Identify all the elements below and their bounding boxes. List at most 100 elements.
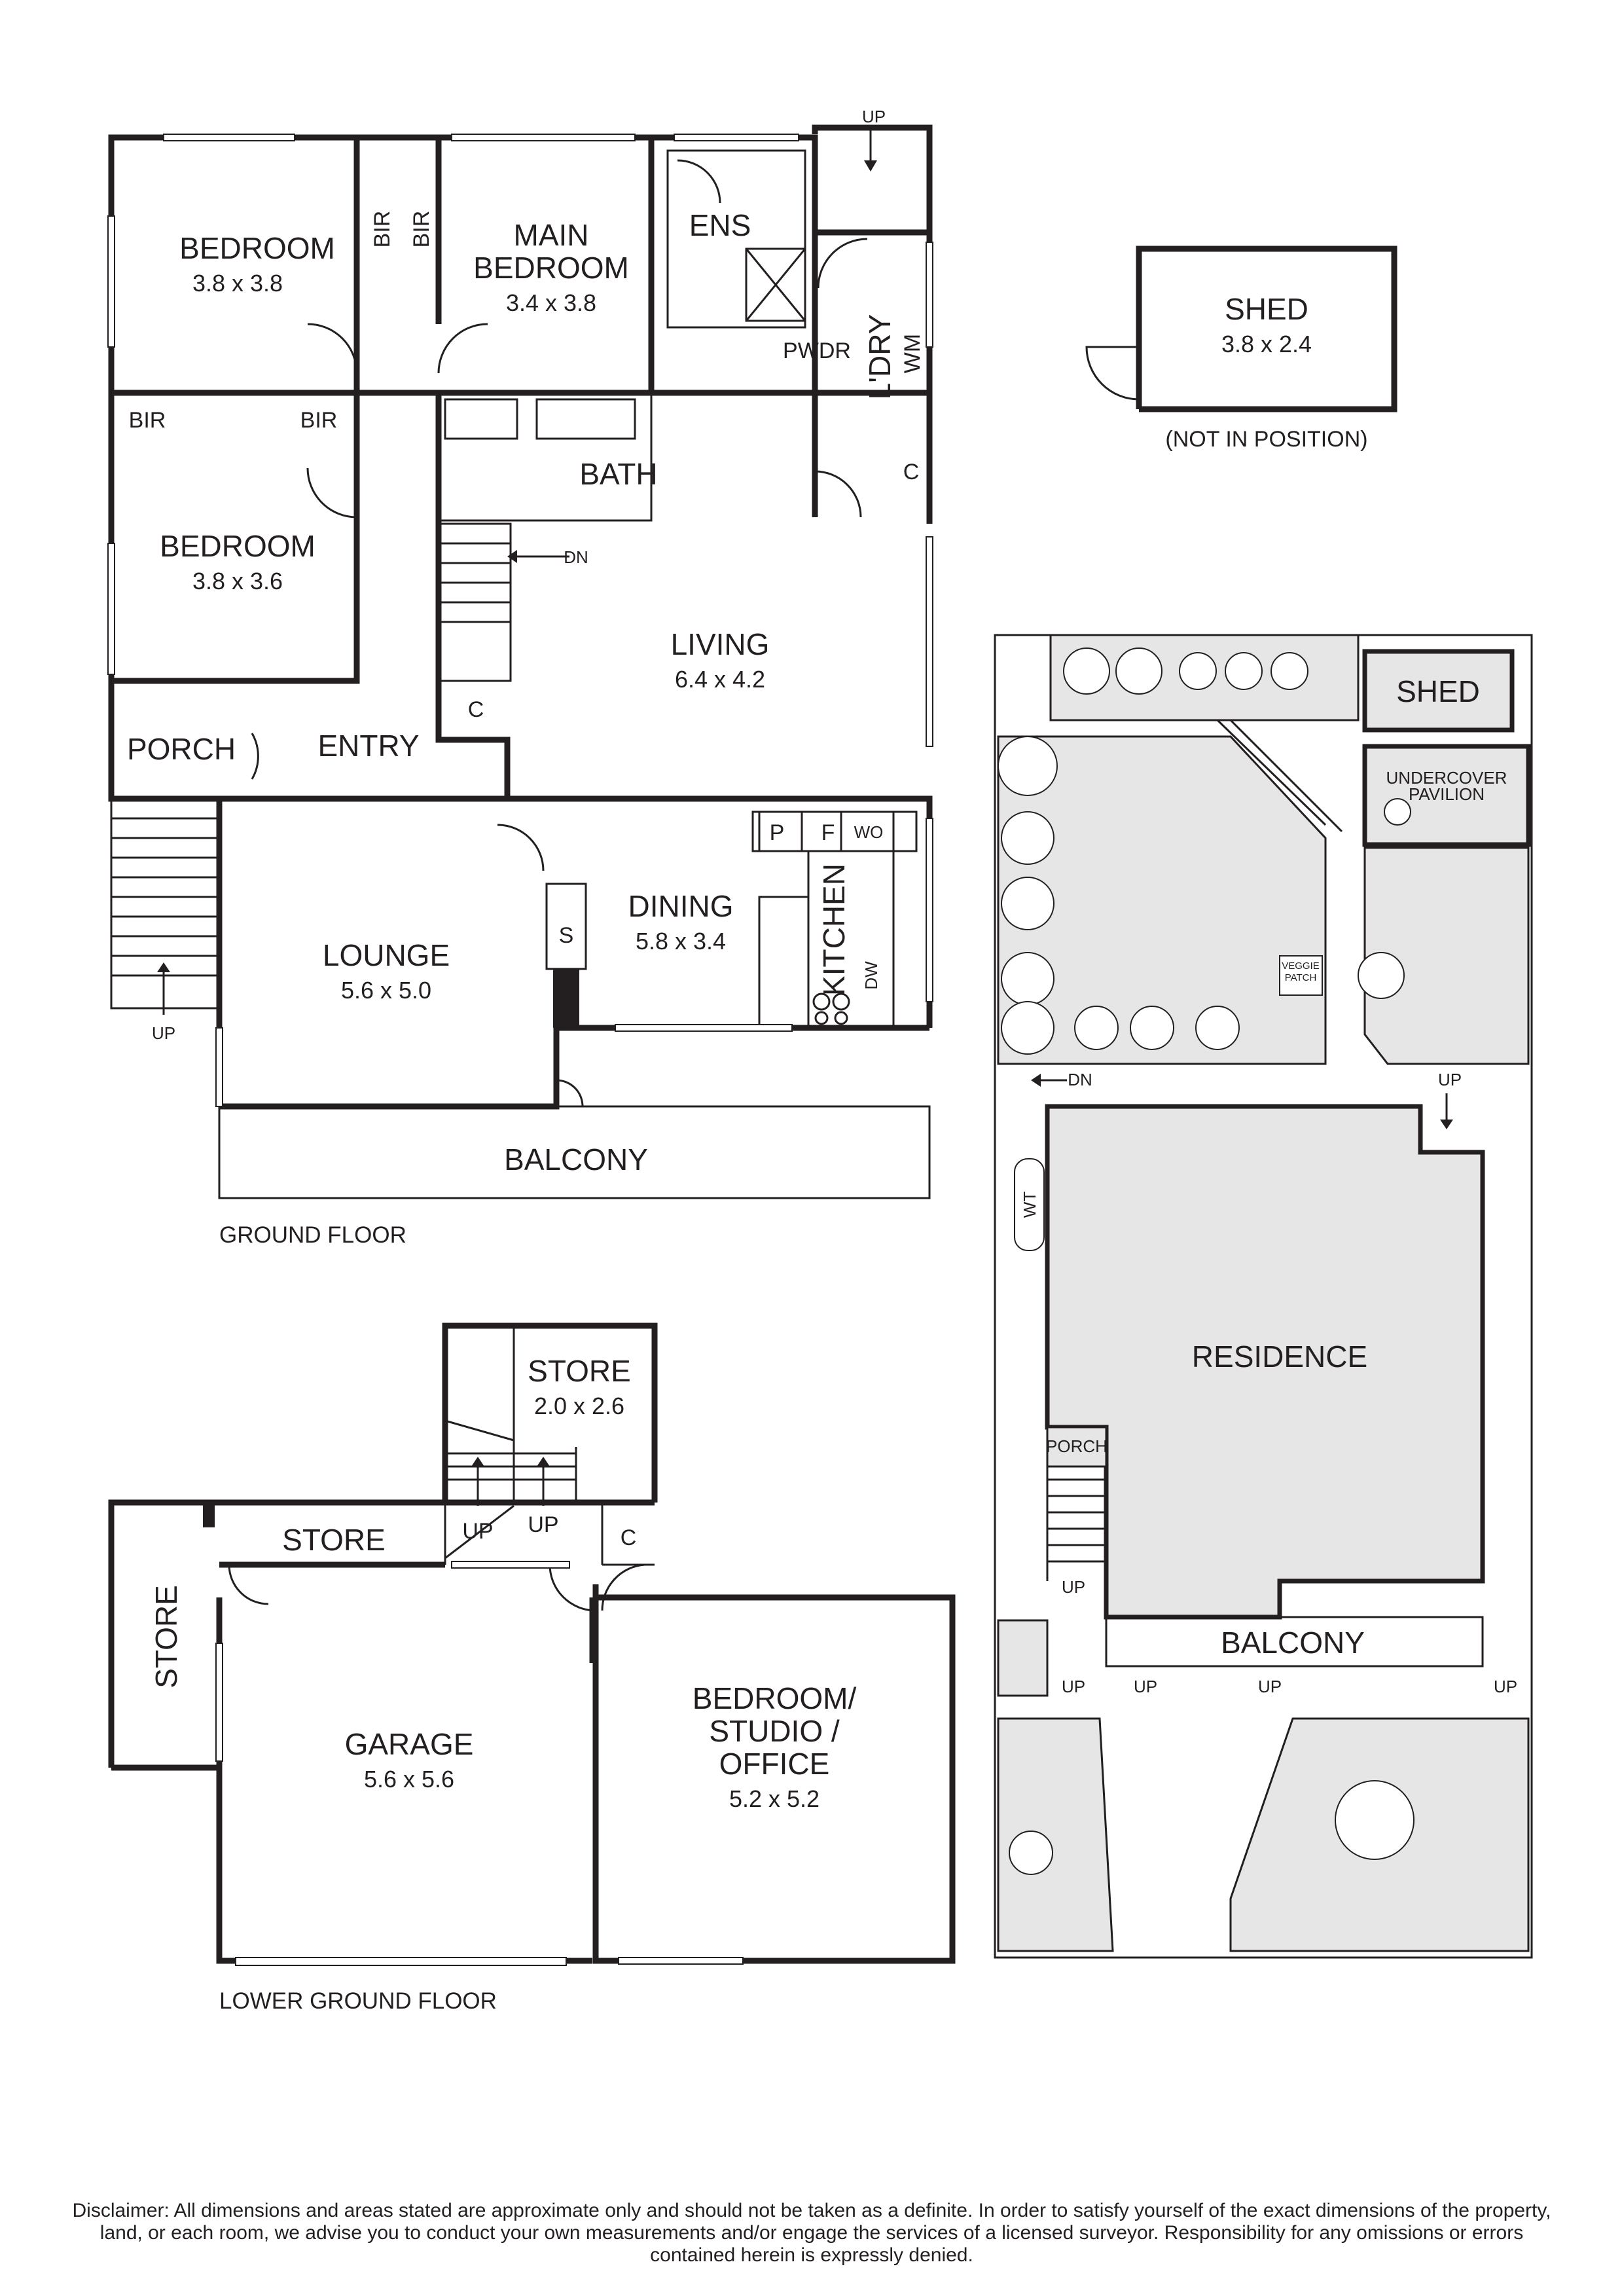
window (215, 1027, 223, 1107)
door-swing (817, 238, 868, 289)
door-swing (306, 467, 357, 519)
window (674, 134, 799, 141)
window (618, 1957, 744, 1965)
site-label-up: UP (1494, 1677, 1517, 1696)
door-swing (307, 323, 358, 374)
label-p: P (770, 820, 785, 845)
room-dimension: 5.6 x 5.6 (364, 1766, 454, 1793)
door-swing (251, 733, 259, 780)
window (451, 1561, 570, 1569)
window (107, 543, 115, 675)
room-label-store: STORE (282, 1523, 386, 1557)
door-swing (556, 1079, 584, 1107)
stair-label-up: UP (862, 107, 886, 126)
room-label-office: OFFICE (719, 1747, 830, 1781)
floor-caption: LOWER GROUND FLOOR (219, 1988, 497, 2014)
balcony-outline (218, 1105, 931, 1199)
site-label-undercover: UNDERCOVER (1386, 768, 1507, 788)
room-label-bir: BIR (370, 211, 395, 248)
door-swing (437, 323, 488, 374)
window (451, 134, 636, 141)
room-label-bedroom: BEDROOM (179, 231, 335, 265)
room-dimension: 3.8 x 3.6 (192, 568, 283, 594)
site-label-pavilion: PAVILION (1409, 784, 1485, 804)
room-label-pwdr: PWDR (783, 338, 851, 363)
room-label-kitchen: KITCHEN (817, 864, 851, 996)
door-swing (677, 159, 721, 204)
ground-floor-plan (107, 124, 933, 1199)
room-label-laundry: L'DRY (863, 314, 897, 400)
room-dimension: 6.4 x 4.2 (675, 666, 765, 693)
shed-plan: SHED 3.8 x 2.4 (NOT IN POSITION) (1085, 246, 1397, 452)
floor-caption: GROUND FLOOR (219, 1222, 406, 1248)
room-label-dining: DINING (628, 889, 734, 923)
room-label-bedroom: BEDROOM (160, 529, 315, 563)
room-label-entry: ENTRY (317, 729, 419, 763)
ground-floor-labels: BEDROOM 3.8 x 3.8 BIR BIR MAIN BEDROOM 3… (127, 107, 925, 1248)
tree-icons (998, 647, 1415, 1875)
room-dimension: 5.2 x 5.2 (729, 1785, 820, 1812)
site-plan (994, 634, 1533, 1959)
room-label-bath: BATH (579, 457, 657, 491)
lower-ground-floor-labels: STORE 2.0 x 2.6 UP UP C STORE STORE GARA… (149, 1354, 856, 2014)
site-label-veggie: VEGGIE (1282, 960, 1320, 972)
room-label-balcony: BALCONY (504, 1142, 648, 1176)
room-dimension: 2.0 x 2.6 (534, 1393, 624, 1419)
window (163, 134, 295, 141)
label-wo: WO (854, 822, 884, 842)
site-label-shed: SHED (1396, 674, 1480, 708)
site-label-up: UP (1258, 1677, 1282, 1696)
room-label-garage: GARAGE (345, 1727, 474, 1761)
entry-stairs (110, 797, 221, 1015)
room-label-living: LIVING (671, 627, 770, 661)
room-label-bir: BIR (409, 211, 434, 248)
lower-stairs (444, 1419, 577, 1559)
garage-door (235, 1957, 567, 1966)
room-label-c: C (903, 460, 920, 484)
room-dimension: 5.8 x 3.4 (636, 928, 726, 955)
disclaimer-text: Disclaimer: All dimensions and areas sta… (72, 2200, 1551, 2266)
room-label-shed: SHED (1225, 292, 1308, 326)
room-label-main: MAIN (514, 218, 589, 252)
door-swing (814, 470, 862, 518)
site-label-porch: PORCH (1046, 1436, 1108, 1456)
room-label-wm: WM (900, 334, 925, 373)
site-label-up: UP (1062, 1677, 1085, 1696)
stair-label-dn: DN (564, 547, 588, 567)
stair-label-up: UP (152, 1023, 175, 1043)
door-swing (601, 1563, 645, 1611)
room-label-porch: PORCH (127, 732, 236, 766)
room-label-c: C (621, 1525, 637, 1550)
room-dimension: 3.8 x 3.8 (192, 270, 283, 297)
site-label-balcony: BALCONY (1221, 1626, 1365, 1660)
window (107, 215, 115, 348)
room-label-c: C (468, 697, 484, 722)
site-porch-stairs (1046, 1467, 1106, 1581)
room-dimension: 3.4 x 3.8 (506, 289, 596, 316)
window (926, 536, 933, 747)
site-label-up: UP (1062, 1577, 1085, 1597)
site-label-patch: PATCH (1285, 972, 1317, 983)
site-label-up: UP (1134, 1677, 1157, 1696)
window (215, 1643, 223, 1762)
site-label-wt: WT (1020, 1192, 1039, 1218)
internal-stairs (437, 522, 569, 682)
room-dimension: 3.8 x 2.4 (1221, 331, 1312, 357)
stair-label-up: UP (528, 1512, 558, 1537)
site-label-residence: RESIDENCE (1192, 1339, 1367, 1374)
room-label-studio: STUDIO / (709, 1714, 840, 1748)
room-label-bir: BIR (300, 408, 338, 433)
window (615, 1024, 793, 1032)
door-swing (549, 1564, 596, 1612)
room-label-ens: ENS (689, 208, 751, 242)
label-f: F (821, 820, 835, 845)
door-swing (497, 824, 545, 871)
room-dimension: 5.6 x 5.0 (341, 977, 431, 1004)
shed-note: (NOT IN POSITION) (1165, 427, 1367, 452)
lower-ground-floor-plan (108, 1322, 956, 1966)
room-label-store: STORE (528, 1354, 631, 1388)
label-s: S (559, 923, 574, 948)
room-label-main-bedroom: BEDROOM (473, 251, 629, 285)
label-dw: DW (861, 961, 881, 990)
